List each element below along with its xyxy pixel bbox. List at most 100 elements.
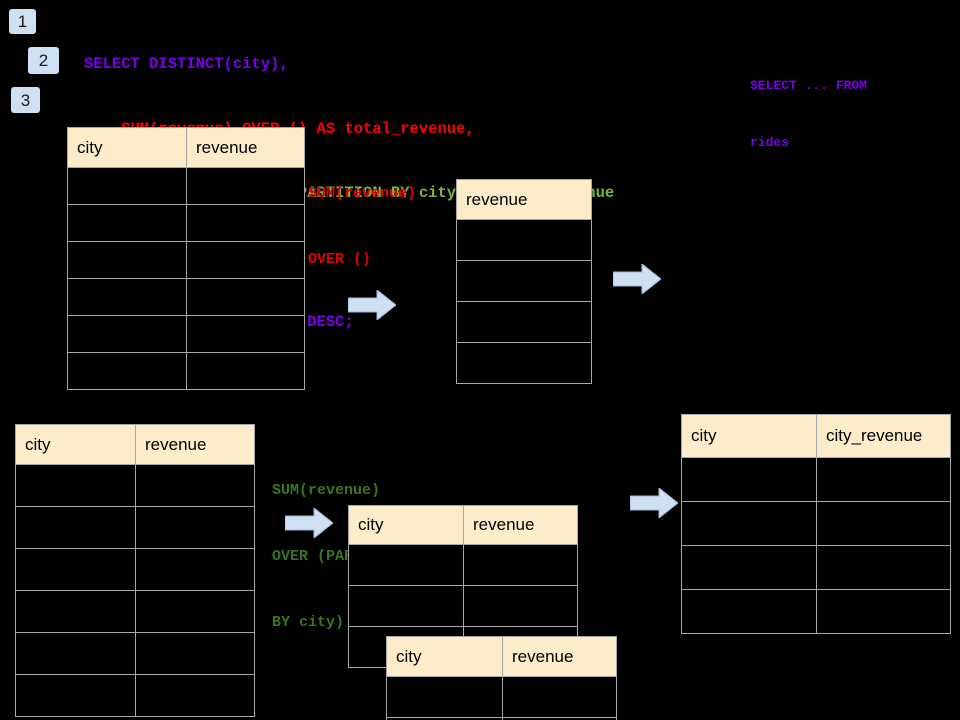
table-row	[15, 464, 255, 507]
column-header-city-revenue: city_revenue	[816, 414, 951, 458]
cell-city	[67, 167, 187, 205]
table-partition-group-b: city revenue	[386, 636, 617, 720]
cell-city	[681, 501, 817, 546]
cell-city	[386, 676, 503, 718]
table-row	[681, 545, 951, 590]
annotation-select-from-rides-line-2: rides	[750, 135, 790, 150]
table-row	[67, 167, 305, 205]
cell-city	[15, 590, 136, 633]
table-row	[15, 674, 255, 717]
cell-city	[15, 674, 136, 717]
cell-revenue	[502, 676, 617, 718]
cell-revenue	[502, 717, 617, 720]
table-total-revenue: revenue	[456, 179, 592, 384]
cell-city	[67, 352, 187, 390]
sql-line-1: SELECT DISTINCT(city),	[84, 55, 289, 73]
cell-city-revenue	[816, 589, 951, 634]
cell-revenue	[135, 464, 255, 507]
cell-revenue	[456, 342, 592, 384]
step-badge-1-label: 1	[17, 12, 28, 31]
table-row	[67, 352, 305, 390]
cell-revenue	[135, 506, 255, 549]
table-body	[67, 167, 305, 390]
column-header-revenue: revenue	[186, 127, 305, 168]
table-row	[67, 241, 305, 279]
cell-city	[681, 589, 817, 634]
cell-revenue	[463, 544, 578, 586]
table-row	[681, 589, 951, 634]
table-row	[456, 219, 592, 261]
arrow-total-to-result	[613, 264, 661, 294]
arrow-partition-source-to-groups	[285, 508, 333, 538]
cell-city	[67, 204, 187, 242]
table-body	[456, 219, 592, 384]
table-row	[348, 585, 578, 627]
table-row	[67, 204, 305, 242]
table-row	[681, 501, 951, 546]
cell-city	[15, 464, 136, 507]
cell-city	[15, 548, 136, 591]
cell-city	[67, 241, 187, 279]
cell-city	[15, 506, 136, 549]
cell-revenue	[186, 315, 305, 353]
table-row	[456, 342, 592, 384]
column-header-revenue: revenue	[135, 424, 255, 465]
table-result-city-revenue: city city_revenue	[681, 414, 951, 634]
column-header-revenue: revenue	[463, 505, 578, 545]
table-header-row: city revenue	[386, 636, 617, 677]
table-row	[386, 717, 617, 720]
table-body	[15, 464, 255, 717]
cell-city	[15, 632, 136, 675]
cell-revenue	[463, 585, 578, 627]
table-header-row: city revenue	[67, 127, 305, 168]
table-header-row: city revenue	[15, 424, 255, 465]
annotation-select-from-rides: SELECT ... FROM rides	[750, 38, 867, 190]
arrow-groups-to-result	[630, 488, 678, 518]
step-badge-2-label: 2	[38, 51, 49, 70]
table-row	[348, 544, 578, 586]
step-badge-3: 3	[11, 87, 40, 113]
column-header-city: city	[67, 127, 187, 168]
column-header-city: city	[386, 636, 503, 677]
table-row	[15, 590, 255, 633]
annotation-sum-over-empty-line-1: SUM(revenue)	[308, 185, 417, 202]
cell-revenue	[186, 352, 305, 390]
table-row	[15, 632, 255, 675]
annotation-select-from-rides-line-1: SELECT ... FROM	[750, 78, 868, 93]
cell-revenue	[135, 548, 255, 591]
table-row	[67, 278, 305, 316]
cell-city	[67, 315, 187, 353]
column-header-revenue: revenue	[456, 179, 592, 220]
cell-city	[681, 457, 817, 502]
table-row	[67, 315, 305, 353]
table-row	[386, 676, 617, 718]
cell-city-revenue	[816, 545, 951, 590]
cell-revenue	[186, 241, 305, 279]
cell-city-revenue	[816, 457, 951, 502]
cell-revenue	[135, 632, 255, 675]
annotation-sum-over-partition-line-3: BY city)	[272, 614, 345, 631]
annotation-sum-over-partition-line-1: SUM(revenue)	[272, 482, 381, 499]
arrow-source-to-total	[348, 290, 396, 320]
cell-revenue	[456, 301, 592, 343]
step-badge-3-label: 3	[20, 90, 31, 110]
cell-revenue	[135, 674, 255, 717]
cell-city	[348, 544, 464, 586]
annotation-sum-over-empty-line-2: OVER ()	[308, 251, 372, 268]
cell-city	[348, 585, 464, 627]
column-header-revenue: revenue	[502, 636, 617, 677]
cell-revenue	[456, 219, 592, 261]
table-source-rides: city revenue	[67, 127, 305, 390]
cell-revenue	[186, 204, 305, 242]
cell-revenue	[135, 590, 255, 633]
step-badge-1: 1	[9, 9, 36, 34]
table-header-row: city revenue	[348, 505, 578, 545]
table-body	[681, 457, 951, 634]
annotation-sum-over-empty: SUM(revenue) OVER ()	[308, 139, 416, 315]
column-header-city: city	[681, 414, 817, 458]
cell-city	[67, 278, 187, 316]
table-row	[456, 260, 592, 302]
cell-revenue	[186, 278, 305, 316]
cell-city-revenue	[816, 501, 951, 546]
